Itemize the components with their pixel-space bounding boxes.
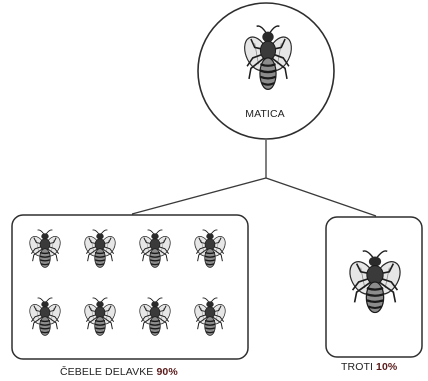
queen-label: MATICA: [215, 108, 315, 120]
workers-percent: 90%: [156, 366, 177, 378]
connector-lines: [132, 140, 376, 216]
drones-node: [326, 217, 422, 357]
workers-label: ČEBELE DELAVKE 90%: [60, 366, 178, 378]
drones-label: TROTI 10%: [341, 361, 397, 373]
branch-to-workers-line: [132, 178, 266, 214]
drones-percent: 10%: [376, 361, 397, 373]
branch-to-drones-line: [266, 178, 376, 216]
workers-node: [12, 215, 248, 359]
workers-label-text: ČEBELE DELAVKE: [60, 366, 156, 378]
drones-label-text: TROTI: [341, 361, 376, 373]
